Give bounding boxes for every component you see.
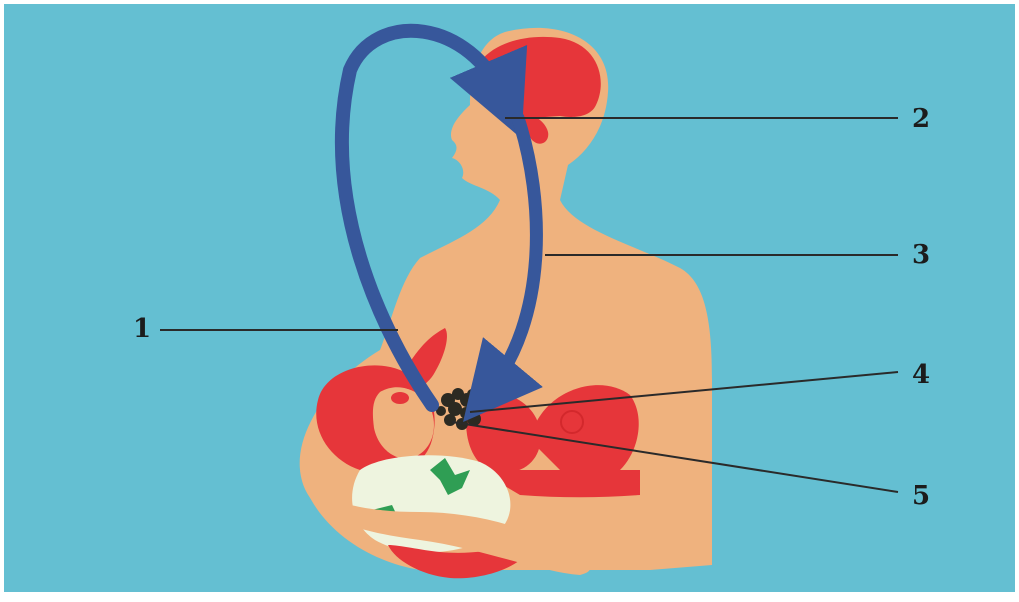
right-nipple bbox=[561, 411, 583, 433]
label-5: 5 bbox=[912, 483, 930, 509]
label-1: 1 bbox=[133, 316, 151, 342]
baby-ear bbox=[391, 392, 409, 404]
label-3: 3 bbox=[912, 242, 930, 268]
label-4: 4 bbox=[912, 362, 930, 388]
label-2: 2 bbox=[912, 106, 930, 132]
